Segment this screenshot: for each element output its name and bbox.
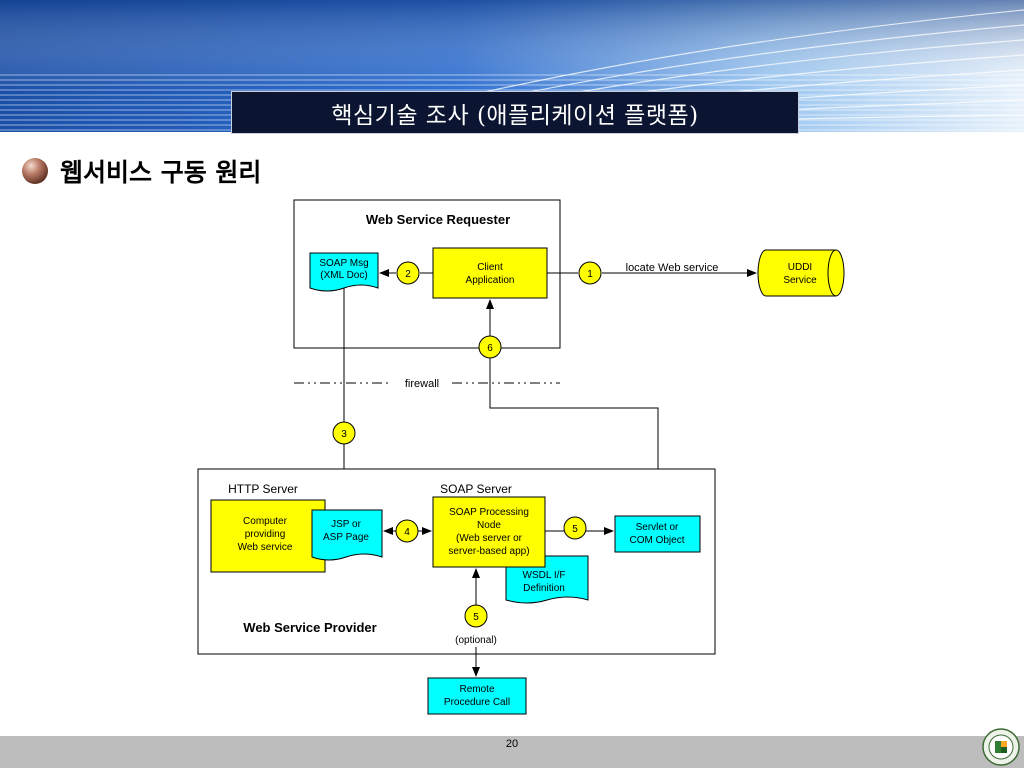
uddi-service-cylinder: [757, 249, 845, 297]
soap-processing-node-box: [432, 496, 546, 568]
step-2-label: 2: [405, 269, 411, 280]
servlet-com-box: [614, 515, 701, 553]
computer-box: [210, 499, 326, 573]
soap-node-label-line4: server-based app): [448, 546, 529, 557]
computer-label-line3: Web service: [238, 542, 293, 553]
firewall-label: firewall: [405, 378, 439, 390]
provider-title: Web Service Provider: [243, 620, 376, 635]
step-1-label: 1: [587, 269, 593, 280]
rpc-label-line1: Remote: [459, 684, 494, 695]
step-5a-circle: [563, 516, 587, 540]
soap-server-label: SOAP Server: [440, 482, 512, 496]
step-6-circle: [478, 335, 502, 359]
client-application-box: [432, 247, 548, 299]
http-server-label: HTTP Server: [228, 482, 298, 496]
locate-web-service-label: locate Web service: [626, 262, 719, 274]
step-3-label: 3: [341, 429, 347, 440]
jsp-label-line2: ASP Page: [323, 532, 369, 543]
page-number: 20: [505, 738, 519, 750]
jsp-page-document: [311, 509, 383, 561]
soap-msg-label-line1: SOAP Msg: [319, 258, 368, 269]
step-1-circle: [578, 261, 602, 285]
web-service-diagram: Web Service Requester SOAP Msg (XML Doc)…: [197, 199, 845, 715]
jsp-label-line1: JSP or: [331, 519, 361, 530]
soap-msg-label-line2: (XML Doc): [320, 270, 367, 281]
computer-label-line2: providing: [245, 529, 286, 540]
step-6-label: 6: [487, 343, 493, 354]
client-label-line2: Application: [466, 275, 515, 286]
optional-label: (optional): [455, 635, 497, 646]
wsdl-document: [505, 555, 589, 604]
step-5b-circle: [464, 604, 488, 628]
wsdl-label-line1: WSDL I/F: [523, 570, 566, 581]
section-heading: 웹서비스 구동 원리: [60, 158, 262, 187]
uddi-label-line1: UDDI: [788, 262, 812, 273]
servlet-label-line2: COM Object: [629, 535, 684, 546]
uddi-cylinder-edge: [827, 249, 837, 297]
step-3-circle: [332, 421, 356, 445]
computer-label-line1: Computer: [243, 516, 288, 527]
remote-procedure-call-box: [427, 677, 527, 715]
step-4-circle: [395, 519, 419, 543]
university-seal-logo: [982, 728, 1020, 766]
step-2-circle: [396, 261, 420, 285]
requester-title: Web Service Requester: [366, 212, 510, 227]
step-5b-label: 5: [473, 612, 479, 623]
soap-node-label-line3: (Web server or: [456, 533, 523, 544]
return-path-line: [489, 358, 659, 516]
bullet-icon: [22, 158, 48, 184]
footer-bar: 20: [0, 736, 1024, 768]
soap-msg-document: [309, 252, 379, 292]
header-banner: 핵심기술 조사 (애플리케이션 플랫폼): [0, 0, 1024, 135]
rpc-label-line2: Procedure Call: [444, 697, 510, 708]
wsdl-label-line2: Definition: [523, 583, 565, 594]
soap-node-label-line1: SOAP Processing: [449, 507, 529, 518]
step-5a-label: 5: [572, 524, 578, 535]
client-label-line1: Client: [477, 262, 503, 273]
uddi-label-line2: Service: [783, 275, 817, 286]
servlet-label-line1: Servlet or: [636, 522, 679, 533]
step-4-label: 4: [404, 527, 410, 538]
soap-node-label-line2: Node: [477, 520, 501, 531]
slide-title: 핵심기술 조사 (애플리케이션 플랫폼): [231, 91, 799, 134]
